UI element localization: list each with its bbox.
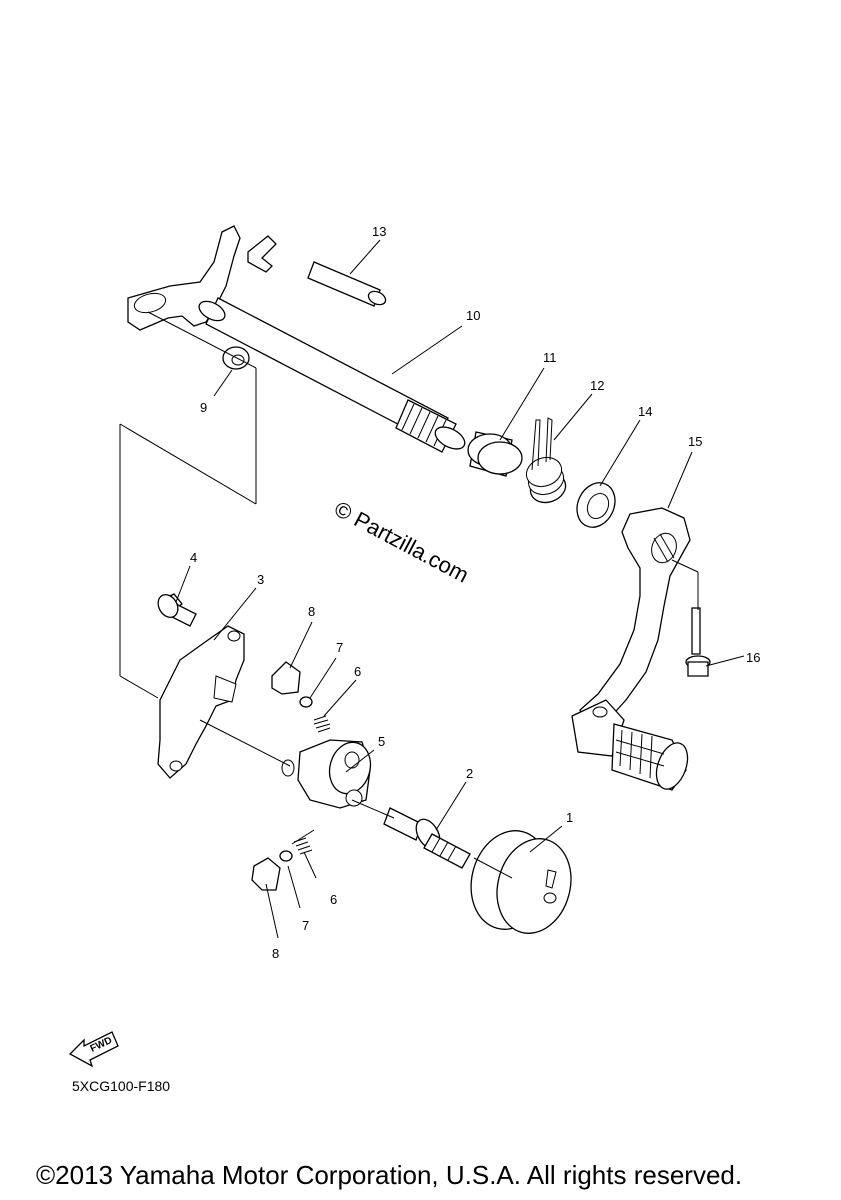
spring-part xyxy=(293,837,313,855)
ball-part xyxy=(279,850,293,862)
callout-10: 10 xyxy=(466,308,480,323)
callout-4: 4 xyxy=(190,550,197,565)
bushing-part xyxy=(222,346,250,370)
callout-12: 12 xyxy=(590,378,604,393)
pedal-bolt-part xyxy=(685,607,711,677)
bolt-part xyxy=(157,593,197,627)
callout-8b: 8 xyxy=(272,946,279,961)
callout-numbers: 1 2 3 4 5 6 6 7 7 8 8 9 10 11 12 13 14 1… xyxy=(190,224,760,961)
shift-cam-part xyxy=(470,830,572,934)
callout-3: 3 xyxy=(257,572,264,587)
callout-8a: 8 xyxy=(308,604,315,619)
collar-part xyxy=(467,431,523,477)
segment-part xyxy=(281,739,372,809)
callout-6a: 6 xyxy=(354,664,361,679)
callout-2: 2 xyxy=(466,766,473,781)
callout-6b: 6 xyxy=(330,892,337,907)
diagram-code: 5XCG100-F180 xyxy=(72,1078,171,1094)
callout-9: 9 xyxy=(200,400,207,415)
callout-11: 11 xyxy=(543,350,557,365)
shift-pedal-part xyxy=(571,507,691,791)
torsion-spring-part xyxy=(525,417,567,504)
callout-14: 14 xyxy=(638,404,652,419)
fwd-arrow-icon: FWD xyxy=(68,1031,119,1068)
ball-part xyxy=(299,696,313,708)
callout-16: 16 xyxy=(746,650,760,665)
spring-part xyxy=(313,715,331,733)
stopper-lever-part xyxy=(157,625,245,779)
callout-5: 5 xyxy=(378,734,385,749)
callout-13: 13 xyxy=(372,224,386,239)
leader-lines xyxy=(175,239,745,939)
callout-15: 15 xyxy=(688,434,702,449)
callout-7a: 7 xyxy=(336,640,343,655)
callout-1: 1 xyxy=(566,810,573,825)
pawl-part xyxy=(251,857,281,891)
callout-7b: 7 xyxy=(302,918,309,933)
shift-shaft-part xyxy=(127,225,466,453)
alignment-lines xyxy=(119,311,699,879)
pin-part xyxy=(307,261,387,307)
oil-seal-part xyxy=(576,482,616,528)
copyright: ©2013 Yamaha Motor Corporation, U.S.A. A… xyxy=(36,1160,743,1190)
stopper-bolt-part xyxy=(383,807,471,869)
pawl-part xyxy=(271,661,301,695)
